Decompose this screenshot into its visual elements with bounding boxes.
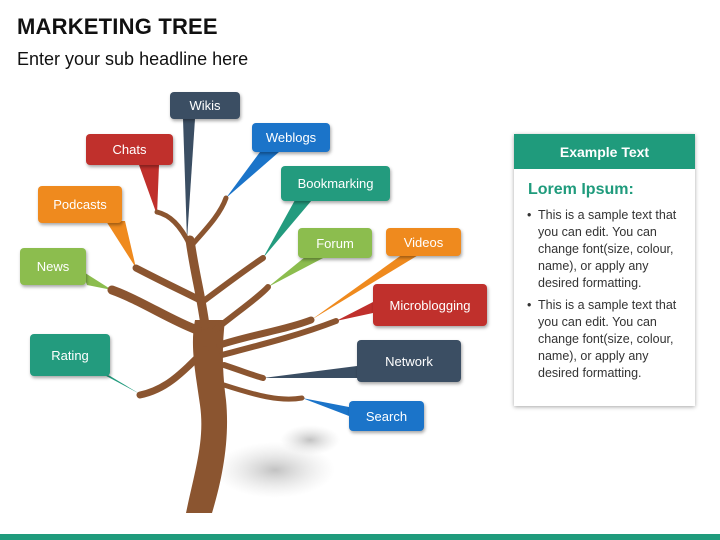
branch [136, 346, 209, 399]
bubble-podcasts: Podcasts [38, 186, 122, 223]
page-subtitle: Enter your sub headline here [17, 49, 249, 69]
wikis-tail [183, 119, 195, 240]
branch [212, 284, 271, 333]
bubble-label: Podcasts [53, 197, 107, 212]
bubble-videos: Videos [386, 228, 461, 256]
branch [107, 285, 202, 335]
bookmarking-tail [263, 200, 312, 258]
panel-heading: Lorem Ipsum: [528, 181, 634, 198]
rating-tail [95, 370, 140, 394]
news-tail [82, 271, 112, 290]
bubble-label: Microblogging [389, 297, 471, 313]
branch [154, 209, 193, 248]
podcasts-tail [106, 221, 136, 268]
bottom-accent-bar [0, 534, 720, 540]
bubble-label: Wikis [189, 98, 221, 113]
branch [221, 382, 305, 402]
bubble-bookmarking: Bookmarking [281, 166, 390, 201]
bubble-rating: Rating [30, 334, 110, 376]
bubble-label: Chats [112, 142, 147, 157]
bubble-wikis: Wikis [170, 92, 240, 119]
weblogs-tail [226, 152, 279, 198]
bubble-label: Bookmarking [297, 176, 374, 191]
forum-tail [268, 257, 325, 287]
chats-tail [139, 165, 159, 215]
bubble-tails [82, 119, 420, 416]
panel-list: • This is a sample text that you can edit… [514, 207, 695, 382]
bubble-label: Rating [51, 347, 89, 363]
network-tail [263, 366, 357, 378]
videos-tail [311, 254, 420, 320]
ground-shadow [215, 442, 335, 498]
bubble-label: Search [365, 408, 408, 424]
bullet-icon: • [527, 298, 532, 312]
bubble-chats: Chats [86, 134, 173, 165]
bullet-icon: • [527, 208, 532, 222]
bubble-network: Network [357, 340, 461, 382]
page-title: MARKETING TREE [17, 14, 218, 39]
bubble-forum: Forum [298, 228, 372, 258]
branch [185, 235, 210, 330]
panel-list-item: • This is a sample text that you can edit… [527, 207, 695, 292]
panel-list-item-text: This is a sample text that you can edit.… [538, 208, 677, 290]
branch [221, 362, 266, 381]
branch [216, 316, 315, 349]
tree [107, 195, 339, 513]
panel-list-item: • This is a sample text that you can edit… [527, 297, 695, 382]
example-text-panel: Example Text Lorem Ipsum: • This is a sam… [514, 134, 695, 406]
ground-shadow [280, 425, 340, 455]
bubble-label: Forum [316, 235, 354, 251]
bubble-label: News [36, 259, 70, 274]
branch [202, 255, 266, 303]
bubble-label: Network [385, 353, 433, 369]
panel-header: Example Text [514, 134, 695, 169]
bubble-news: News [20, 248, 86, 285]
bubble-microblogging: Microblogging [373, 284, 487, 326]
branch [189, 195, 229, 248]
bubble-search: Search [349, 401, 424, 431]
panel-list-item-text: This is a sample text that you can edit.… [538, 298, 677, 380]
bubble-label: Videos [403, 234, 444, 250]
tree-trunk [186, 320, 228, 513]
branch [219, 318, 339, 358]
bubble-label: Weblogs [265, 130, 317, 145]
branch [132, 264, 204, 304]
microblogging-tail [336, 302, 373, 321]
search-tail [302, 398, 349, 416]
bubble-weblogs: Weblogs [252, 123, 330, 152]
